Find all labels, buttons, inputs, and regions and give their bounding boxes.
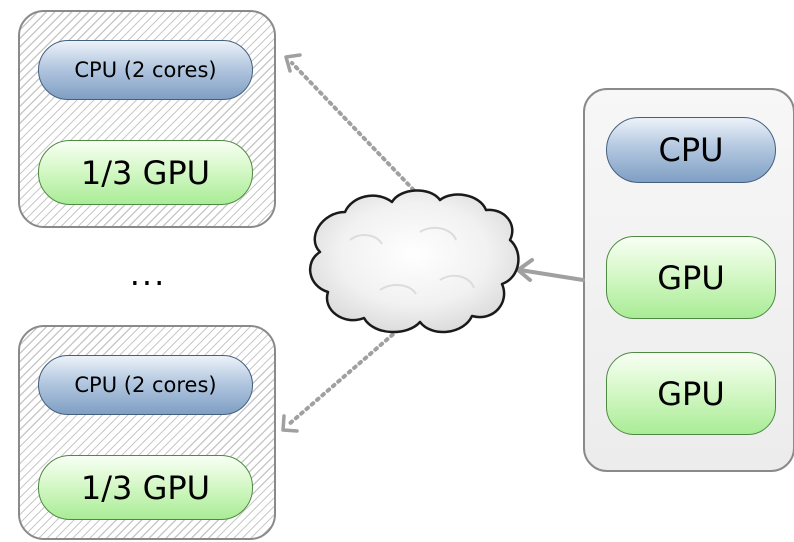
ellipsis-separator: ...	[129, 255, 167, 293]
host-gpu-pill-1: GPU	[606, 236, 776, 319]
vm-top-cpu-pill: CPU (2 cores)	[38, 40, 253, 100]
vm-top-gpu-pill: 1/3 GPU	[38, 140, 253, 205]
host-gpu-pill-2: GPU	[606, 352, 776, 435]
host-cpu-pill: CPU	[606, 117, 776, 183]
vm-bottom-cpu-pill: CPU (2 cores)	[38, 355, 253, 415]
dotted-arrow-to-bottom-vm	[281, 328, 400, 433]
cloud-icon	[308, 189, 520, 334]
dotted-arrow-to-top-vm	[284, 53, 430, 207]
solid-arrow-host-to-cloud	[516, 258, 585, 282]
vm-bottom-gpu-pill: 1/3 GPU	[38, 455, 253, 520]
